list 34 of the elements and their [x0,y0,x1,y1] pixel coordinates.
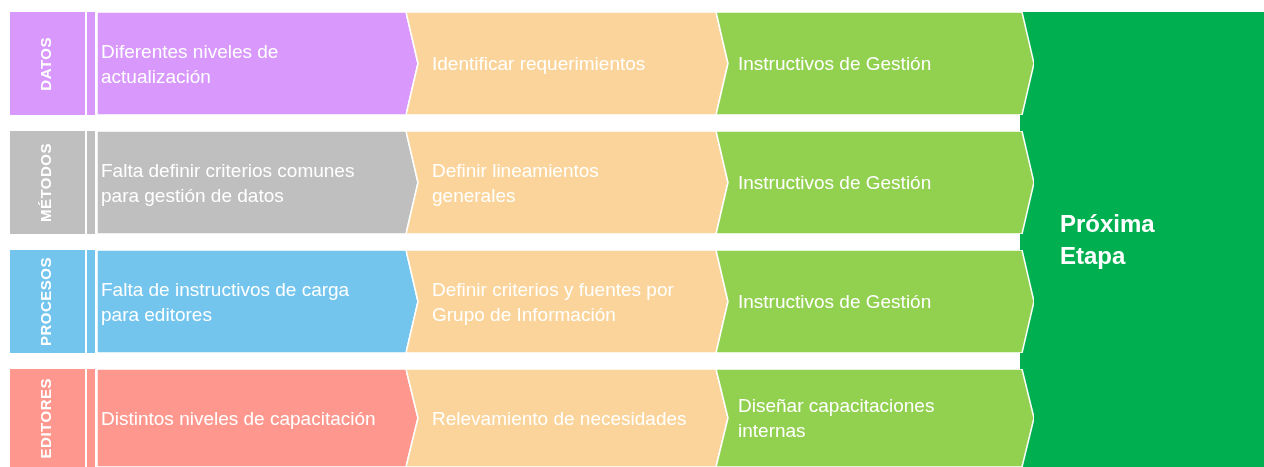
result-step-box [716,12,1034,115]
result-step-box [716,369,1034,467]
step-text: Falta de instructivos de carga para editores [101,277,351,327]
step-text: Distintos niveles de capacitación [101,406,376,431]
category-label: DATOS [36,36,55,91]
step-text: Instructivos de Gestión [738,171,932,195]
problem-step-box [97,369,418,467]
problem-step-box [97,131,418,234]
step-text: Diferentes niveles de actualización [101,39,280,89]
step-text: Diseñar capacitaciones internas [738,394,936,443]
action-step-box [406,369,728,467]
step-text: Instructivos de Gestión [738,52,932,76]
step-text: Falta definir criterios comunes para gestión de datos [101,158,356,208]
category-label: PROCESOS [36,257,55,346]
stage-heading: Próxima Etapa [1060,209,1156,271]
problem-step-box [97,12,418,115]
category-band [10,369,97,467]
category-band [10,131,97,234]
category-band [10,12,97,115]
next-stage-panel [1020,12,1264,467]
category-label: MÉTODOS [36,142,55,223]
action-step-box [406,250,728,353]
problem-step-box [97,250,418,353]
category-band [10,250,97,353]
step-text: Instructivos de Gestión [738,290,932,314]
action-step-box [406,12,728,115]
step-text: Definir lineamientos generales [432,158,600,208]
result-step-box [716,131,1034,234]
category-label: EDITORES [36,377,55,459]
step-text: Definir criterios y fuentes por Grupo de Información [432,277,675,327]
step-text: Identificar requerimientos [432,52,646,76]
result-step-box [716,250,1034,353]
action-step-box [406,131,728,234]
step-text: Relevamiento de necesidades [432,406,687,431]
